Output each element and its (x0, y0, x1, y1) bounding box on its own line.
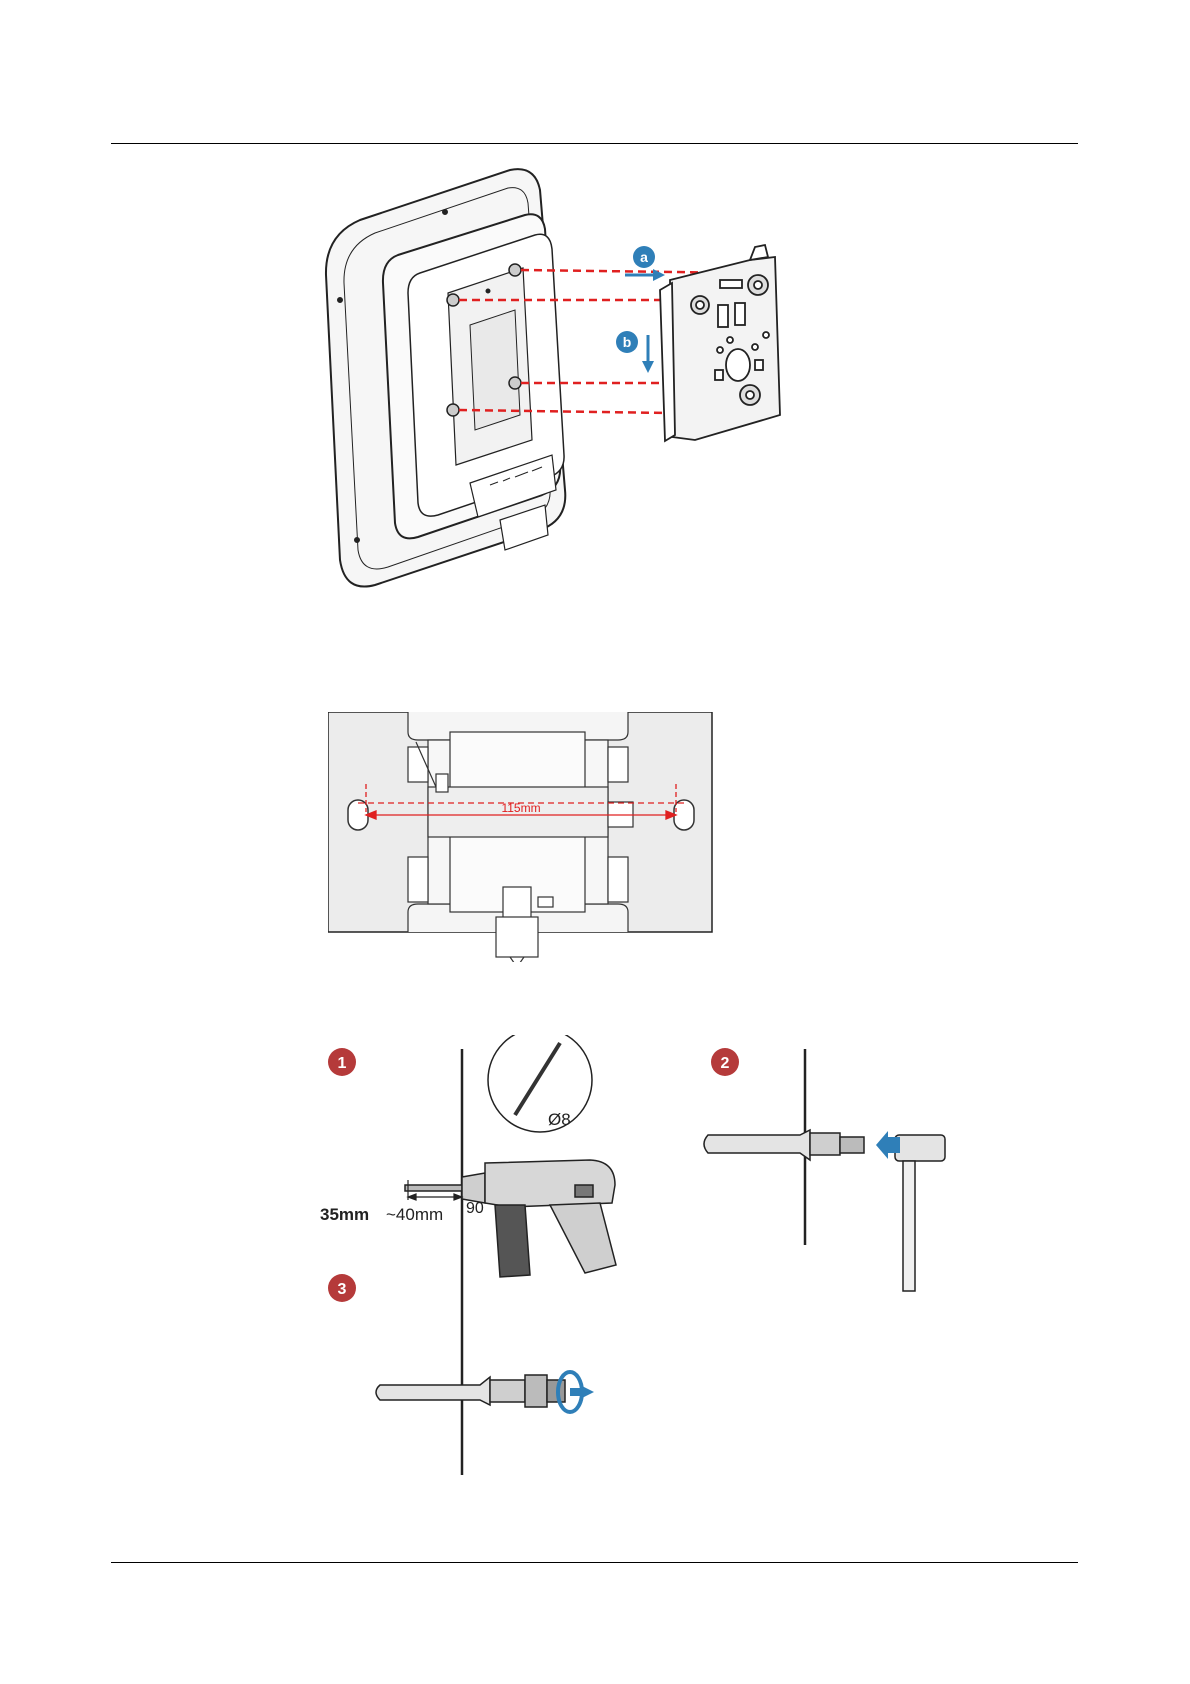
step-a-label: a (640, 249, 648, 265)
hammer-icon (895, 1135, 945, 1291)
access-point-device (326, 169, 565, 586)
step-b-label: b (623, 334, 632, 350)
dimension-label: 115mm (501, 801, 540, 815)
angle-label: 90 (466, 1200, 484, 1217)
mounting-bracket (660, 245, 780, 441)
step-1-badge: 1 (328, 1048, 356, 1076)
drill-bit-diameter: Ø8 (548, 1110, 571, 1129)
expansion-anchor-3 (376, 1375, 565, 1407)
step-1-label: 1 (338, 1055, 347, 1072)
bracket-hole-spacing-figure: 115mm (328, 712, 714, 962)
header-rule (111, 143, 1078, 144)
step-2-label: 2 (721, 1055, 730, 1072)
step-b-marker: b (616, 331, 654, 373)
expansion-anchor-2 (704, 1130, 864, 1160)
step-3-label: 3 (338, 1281, 347, 1298)
ap-bracket-installation-figure: a b (320, 165, 800, 595)
drill-bit-callout: Ø8 (488, 1035, 592, 1132)
bracket-outline (408, 712, 633, 962)
step-2-badge: 2 (711, 1048, 739, 1076)
footer-rule (111, 1562, 1078, 1563)
depth-min-label: 35mm (320, 1205, 369, 1224)
step-a-marker: a (625, 246, 665, 281)
arrow-down-icon (642, 361, 654, 373)
anchor-installation-figure: 1 Ø8 35mm ~40mm 90 2 (320, 1035, 1000, 1480)
step-3-badge: 3 (328, 1274, 356, 1302)
depth-max-label: ~40mm (386, 1205, 443, 1224)
